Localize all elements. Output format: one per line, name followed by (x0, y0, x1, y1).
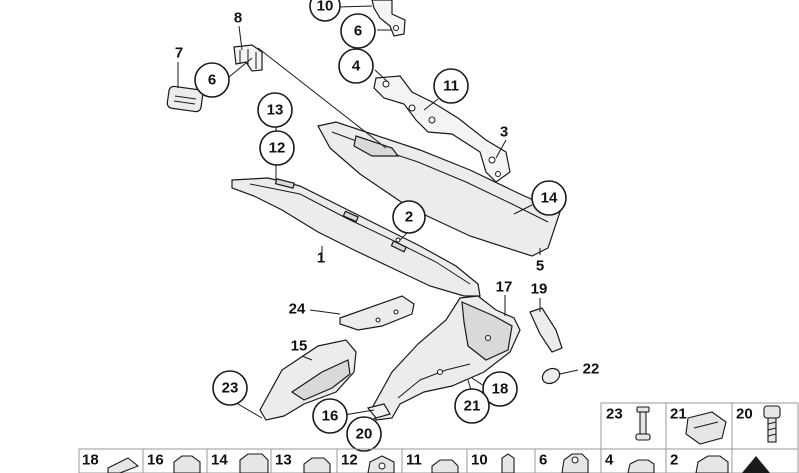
cap-plug-icon (695, 455, 729, 473)
svg-text:20: 20 (356, 426, 373, 443)
parts-legend-bottom: 18 16 14 13 12 11 10 6 4 2 (78, 448, 799, 473)
callout-6-left: 6 (194, 62, 230, 98)
svg-text:11: 11 (443, 78, 459, 95)
legend-right-num: 21 (670, 406, 687, 423)
upper-bracket-part (371, 0, 406, 37)
screw-head-icon (571, 456, 579, 464)
legend-bottom-num: 16 (147, 452, 164, 469)
svg-text:23: 23 (222, 380, 239, 397)
legend-bottom-num: 12 (341, 452, 358, 469)
pin-icon (501, 453, 515, 473)
svg-text:6: 6 (354, 23, 362, 40)
spring-clip-icon (685, 411, 727, 445)
trim-part-1 (231, 177, 481, 297)
callout-11: 11 (433, 68, 469, 104)
svg-text:18: 18 (492, 381, 509, 398)
legend-bottom-num: 6 (539, 452, 547, 469)
clip-icon (107, 457, 140, 473)
legend-bottom-num: 10 (471, 452, 488, 469)
legend-bottom-num: 11 (406, 452, 422, 469)
svg-text:13: 13 (267, 102, 284, 119)
svg-text:14: 14 (541, 190, 558, 207)
callout-23: 23 (212, 370, 248, 406)
svg-text:10: 10 (317, 0, 334, 15)
legend-right-num: 23 (606, 406, 623, 423)
legend-bottom-num: 14 (211, 452, 228, 469)
callout-20: 20 (346, 416, 382, 452)
small-trim-part-19 (529, 307, 563, 353)
hinge-bracket-part (373, 75, 511, 183)
callout-7: 7 (175, 45, 183, 62)
svg-text:12: 12 (269, 140, 286, 157)
callout-6-top: 6 (340, 13, 376, 49)
callout-8: 8 (234, 10, 242, 27)
svg-text:2: 2 (405, 209, 413, 226)
panel-part-14 (317, 121, 561, 257)
callout-16: 16 (312, 398, 348, 434)
page-corner-arrow-icon (742, 456, 770, 473)
callout-3: 3 (500, 124, 508, 141)
callout-5: 5 (536, 258, 544, 275)
callout-17: 17 (496, 279, 513, 296)
clip-part-8 (233, 44, 263, 72)
legend-bottom-num: 2 (670, 452, 678, 469)
badge-part-7 (166, 85, 204, 113)
legend-bottom-num: 4 (605, 452, 614, 469)
svg-text:21: 21 (464, 398, 481, 415)
legend-right-num: 20 (736, 406, 753, 423)
callout-19: 19 (531, 281, 548, 298)
lower-trim-part-17 (366, 295, 521, 421)
callout-4: 4 (338, 48, 374, 84)
bolt-icon (763, 405, 781, 443)
expanding-rivet-icon (239, 453, 269, 473)
svg-text:16: 16 (322, 408, 339, 425)
callout-24: 24 (289, 301, 306, 318)
grommet-icon (173, 455, 201, 473)
callout-21: 21 (454, 388, 490, 424)
legend-bottom-num: 18 (82, 452, 99, 469)
button-clip-icon (627, 459, 655, 473)
svg-text:6: 6 (208, 72, 216, 89)
rivet-icon (303, 457, 331, 473)
nut-clip-hole-icon (378, 462, 386, 470)
callout-12: 12 (259, 130, 295, 166)
side-trim-part-15 (259, 339, 357, 421)
callout-2: 2 (392, 200, 426, 234)
legend-bottom-num: 13 (275, 452, 292, 469)
callout-1: 1 (317, 250, 325, 267)
plug-icon (431, 459, 459, 473)
callout-10-top: 10 (309, 0, 341, 22)
cover-part-24 (339, 295, 415, 331)
callout-13: 13 (257, 92, 293, 128)
svg-text:4: 4 (352, 58, 361, 75)
parts-legend-right: 23 21 20 (600, 402, 799, 450)
cap-part-22 (541, 367, 561, 385)
callout-18: 18 (482, 371, 518, 407)
push-pin-icon (635, 406, 651, 441)
callout-22: 22 (583, 361, 600, 378)
callout-14: 14 (531, 180, 567, 216)
callout-15: 15 (291, 338, 308, 355)
